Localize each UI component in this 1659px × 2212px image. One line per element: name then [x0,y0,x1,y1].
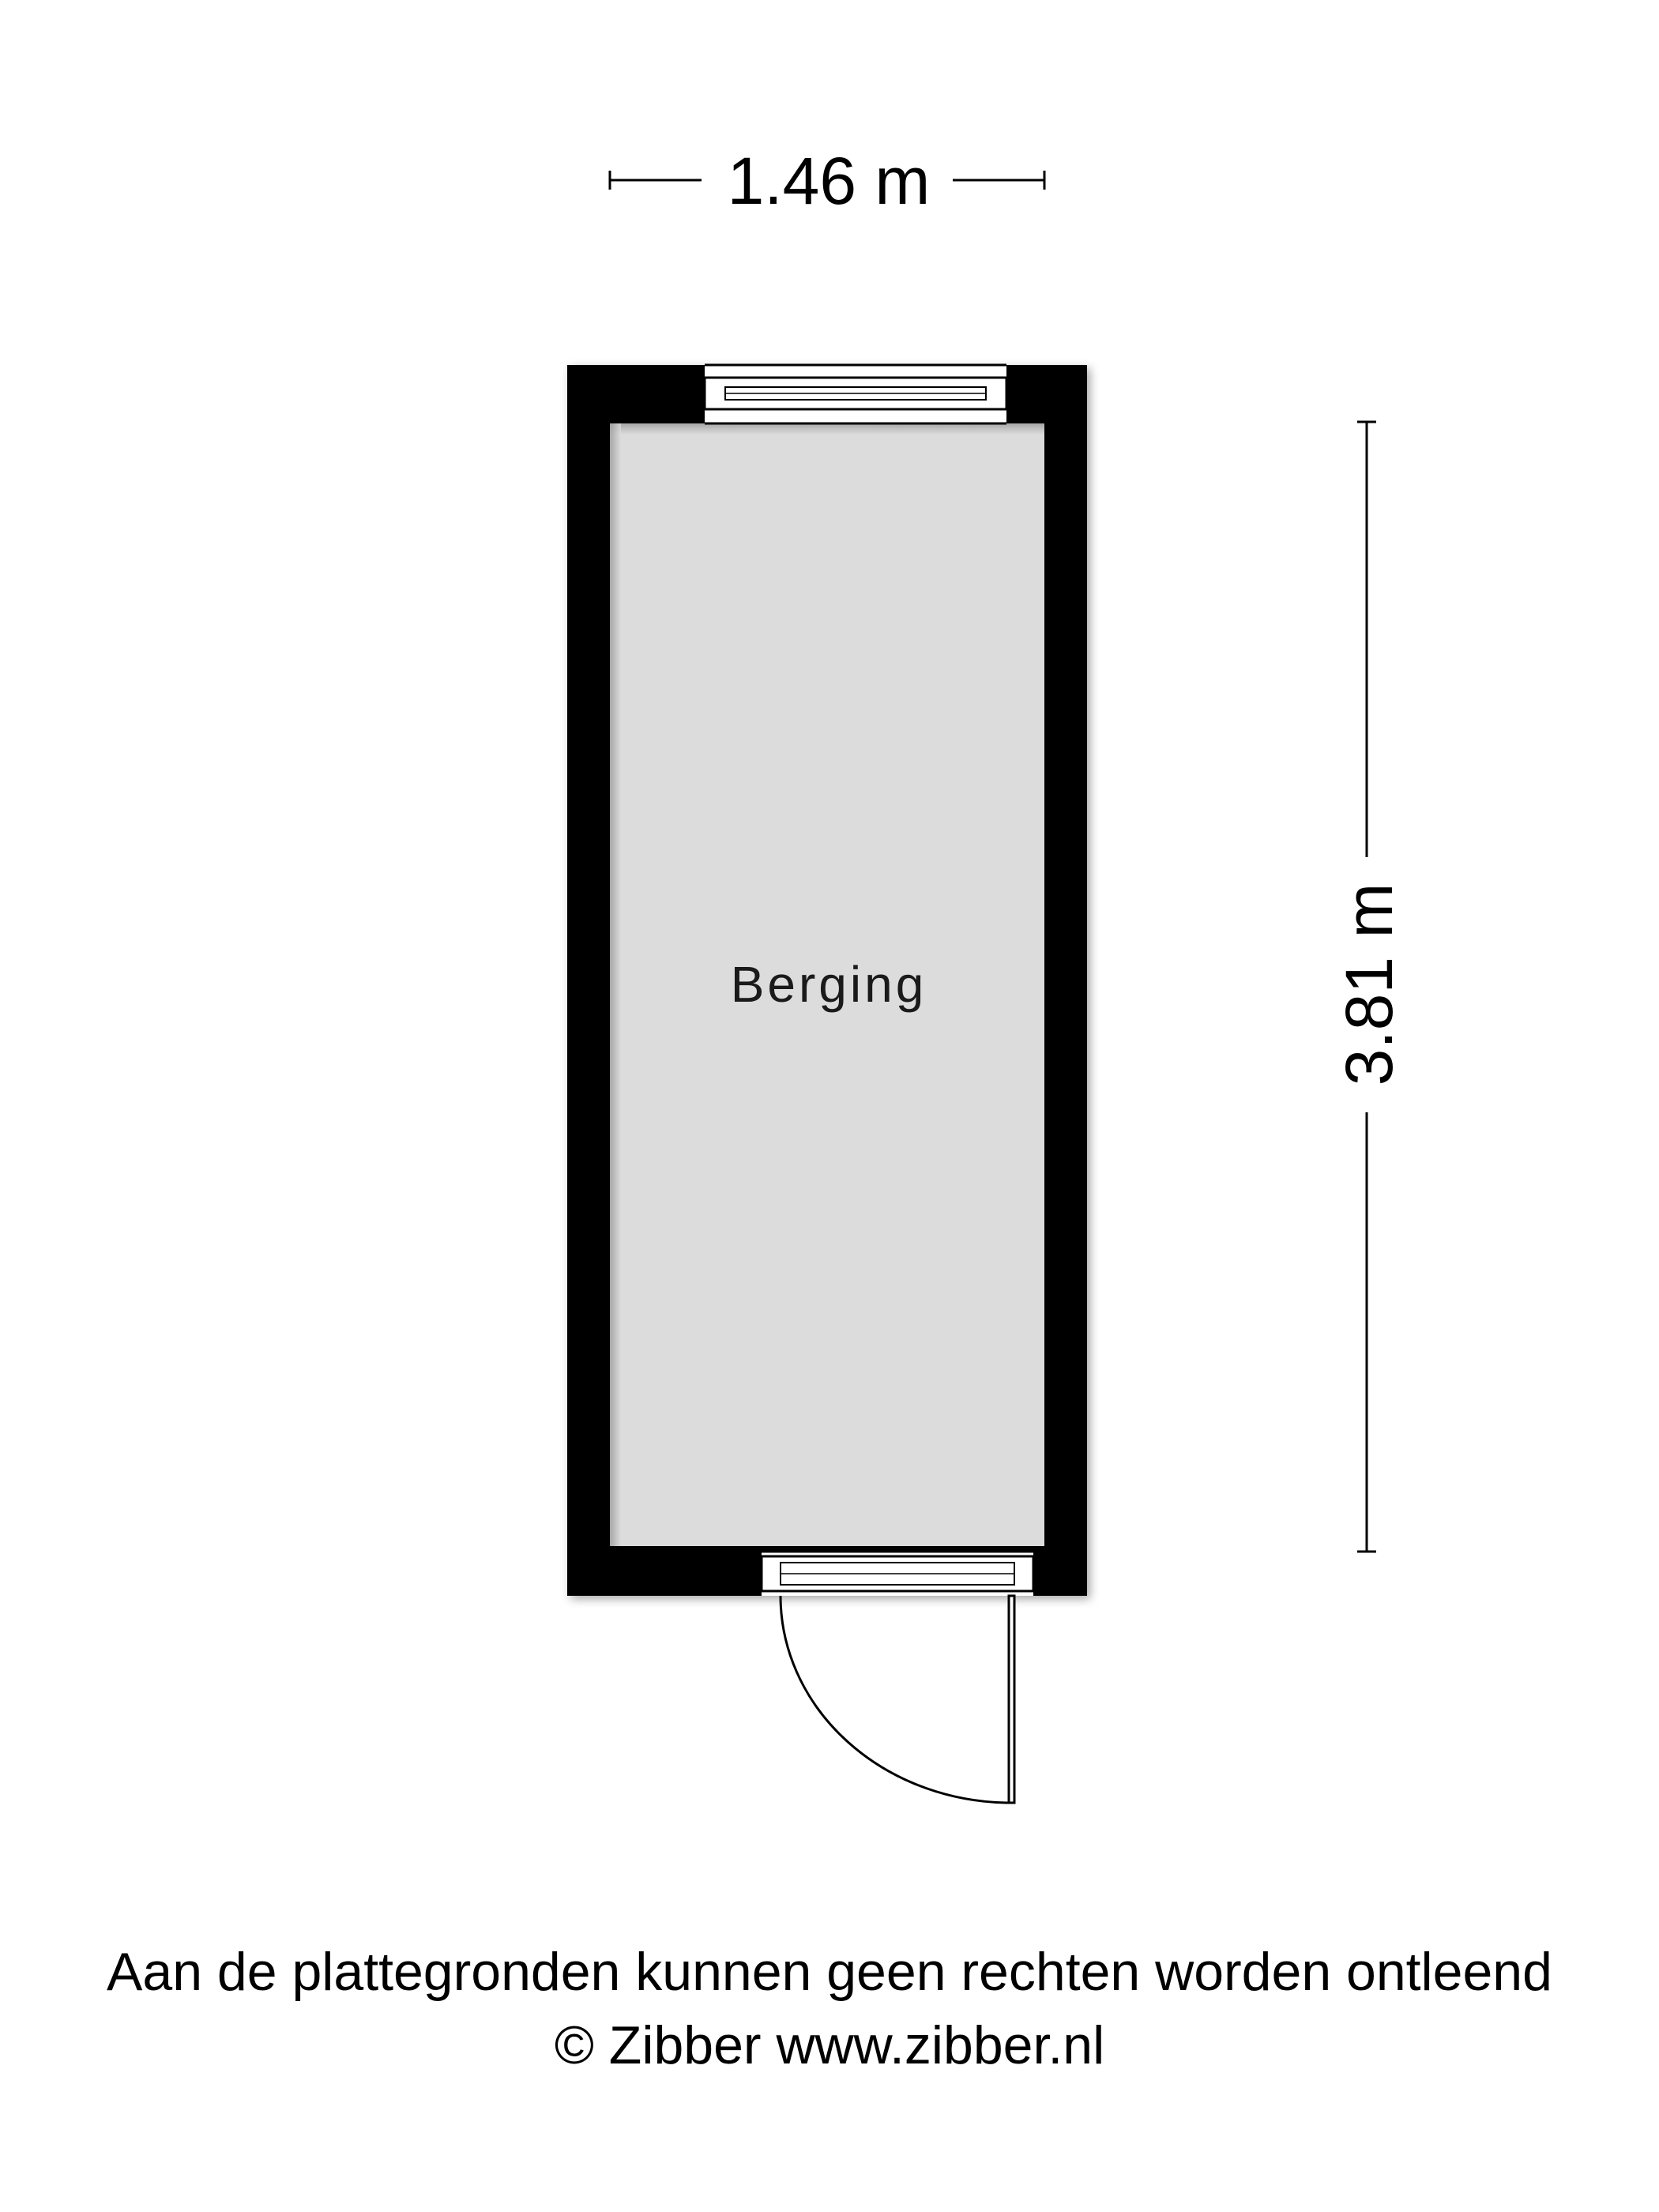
height-dimension-label: 3.81 m [1332,883,1406,1086]
floor-shade-left [610,423,621,1546]
door-swing-arc [779,1595,1012,1804]
floor-fill [610,423,1044,1546]
disclaimer-text: Aan de plattegronden kunnen geen rechten… [107,1942,1552,2002]
width-dimension: 1.46 m [608,144,1046,218]
copyright-text: © Zibber www.zibber.nl [554,2015,1105,2075]
floor-shade-top [610,423,1044,434]
room-label: Berging [731,956,927,1013]
door-bottom [760,1550,1035,1804]
door-leaf [1007,1594,1016,1804]
door-frame [760,1555,1035,1593]
window-top-opening [705,365,1006,423]
room-floor [610,423,1044,1546]
window-top-frame [703,376,1008,411]
width-dimension-label: 1.46 m [728,144,931,218]
window-top [703,363,1008,425]
height-dimension: 3.81 m [1332,420,1406,1553]
